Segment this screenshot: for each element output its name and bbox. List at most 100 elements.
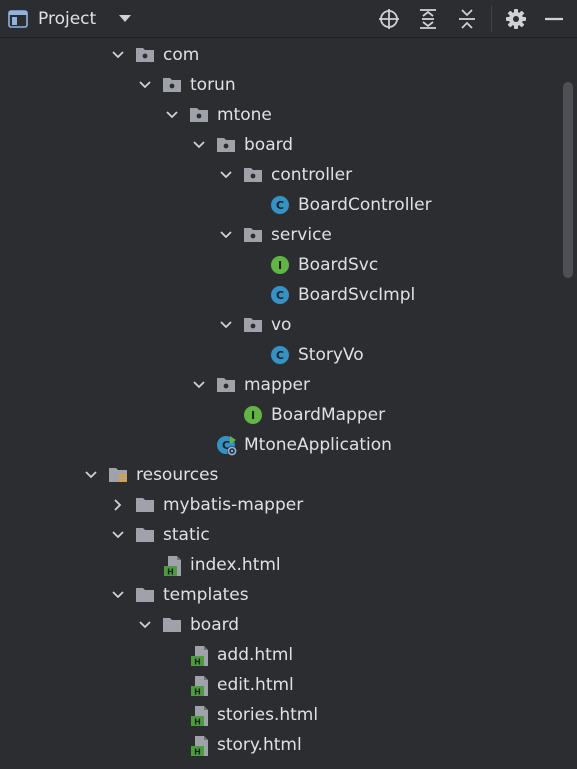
svg-text:C: C	[276, 289, 284, 302]
tree-row[interactable]: I BoardSvc	[0, 250, 560, 280]
project-view-selector[interactable]: Project	[8, 7, 132, 31]
tree-item-label: templates	[163, 585, 249, 605]
tree-row[interactable]: vo	[0, 310, 560, 340]
minimize-icon[interactable]	[542, 7, 566, 31]
resources-folder-icon	[108, 465, 128, 485]
tree-item-label: add.html	[217, 645, 294, 665]
tree-row[interactable]: mapper	[0, 370, 560, 400]
html-file-icon: H	[162, 555, 182, 577]
tree-row[interactable]: service	[0, 220, 560, 250]
chevron-down-icon[interactable]	[110, 587, 126, 603]
tree-item-label: BoardMapper	[271, 405, 386, 425]
project-view-title: Project	[38, 9, 97, 29]
html-file-icon: H	[189, 645, 209, 667]
interface-icon: I	[243, 405, 263, 425]
tree-item-label: service	[271, 225, 332, 245]
spring-boot-app-icon: C	[216, 435, 237, 456]
tree-item-label: stories.html	[217, 705, 319, 725]
tree-row[interactable]: static	[0, 520, 560, 550]
svg-text:H: H	[194, 688, 201, 697]
package-folder-icon	[162, 75, 182, 95]
tree-item-label: BoardSvc	[298, 255, 379, 275]
tree-row[interactable]: mtone	[0, 100, 560, 130]
chevron-down-icon[interactable]	[191, 137, 207, 153]
class-icon: C	[270, 195, 290, 215]
tree-row[interactable]: C MtoneApplication	[0, 430, 560, 460]
tree-row[interactable]: torun	[0, 70, 560, 100]
tree-item-label: board	[244, 135, 294, 155]
tree-item-label: BoardController	[298, 195, 432, 215]
expand-all-icon[interactable]	[416, 7, 440, 31]
chevron-down-icon[interactable]	[191, 377, 207, 393]
tree-item-label: mybatis-mapper	[163, 495, 304, 515]
chevron-down-icon[interactable]	[110, 47, 126, 63]
tree-item-label: MtoneApplication	[244, 435, 392, 455]
tree-row[interactable]: C StoryVo	[0, 340, 560, 370]
gear-icon[interactable]	[504, 7, 528, 31]
tree-item-label: board	[190, 615, 240, 635]
folder-icon	[135, 525, 155, 545]
tree-item-label: index.html	[190, 555, 281, 575]
project-toolbar: Project	[0, 0, 577, 38]
package-folder-icon	[216, 375, 236, 395]
tree-row[interactable]: board	[0, 610, 560, 640]
tree-row[interactable]: controller	[0, 160, 560, 190]
tree-row[interactable]: board	[0, 130, 560, 160]
vertical-scrollbar[interactable]	[563, 82, 573, 278]
svg-text:H: H	[194, 718, 201, 727]
tree-row[interactable]: templates	[0, 580, 560, 610]
tree-item-label: controller	[271, 165, 353, 185]
tree-item-label: resources	[136, 465, 219, 485]
project-window-icon	[8, 10, 28, 28]
svg-text:C: C	[222, 439, 230, 452]
chevron-down-icon[interactable]	[137, 617, 153, 633]
package-folder-icon	[135, 45, 155, 65]
chevron-down-icon[interactable]	[218, 167, 234, 183]
chevron-down-icon[interactable]	[218, 227, 234, 243]
tree-row[interactable]: I BoardMapper	[0, 400, 560, 430]
svg-text:C: C	[276, 349, 284, 362]
package-folder-icon	[243, 165, 263, 185]
chevron-right-icon[interactable]	[110, 497, 126, 513]
package-folder-icon	[243, 315, 263, 335]
folder-icon	[135, 585, 155, 605]
tree-item-label: vo	[271, 315, 292, 335]
tree-row[interactable]: C BoardController	[0, 190, 560, 220]
tree-item-label: edit.html	[217, 675, 294, 695]
folder-icon	[135, 495, 155, 515]
svg-text:H: H	[167, 568, 174, 577]
class-icon: C	[270, 285, 290, 305]
package-folder-icon	[243, 225, 263, 245]
tree-item-label: com	[163, 45, 200, 65]
html-file-icon: H	[189, 675, 209, 697]
dropdown-arrow-icon[interactable]	[118, 14, 132, 24]
toolbar-divider	[491, 6, 492, 32]
tree-row[interactable]: mybatis-mapper	[0, 490, 560, 520]
chevron-down-icon[interactable]	[137, 77, 153, 93]
chevron-down-icon[interactable]	[164, 107, 180, 123]
chevron-down-icon[interactable]	[218, 317, 234, 333]
tree-row[interactable]: resources	[0, 460, 560, 490]
tree-item-label: static	[163, 525, 210, 545]
svg-text:I: I	[251, 409, 255, 422]
locate-icon[interactable]	[377, 7, 401, 31]
class-icon: C	[270, 345, 290, 365]
chevron-down-icon[interactable]	[110, 527, 126, 543]
svg-text:C: C	[276, 199, 284, 212]
svg-text:H: H	[194, 748, 201, 757]
collapse-all-icon[interactable]	[455, 7, 479, 31]
interface-icon: I	[270, 255, 290, 275]
tree-item-label: torun	[190, 75, 236, 95]
tree-item-label: StoryVo	[298, 345, 364, 365]
folder-icon	[162, 615, 182, 635]
tree-row[interactable]: com	[0, 40, 560, 70]
svg-text:H: H	[194, 658, 201, 667]
chevron-down-icon[interactable]	[83, 467, 99, 483]
package-folder-icon	[189, 105, 209, 125]
